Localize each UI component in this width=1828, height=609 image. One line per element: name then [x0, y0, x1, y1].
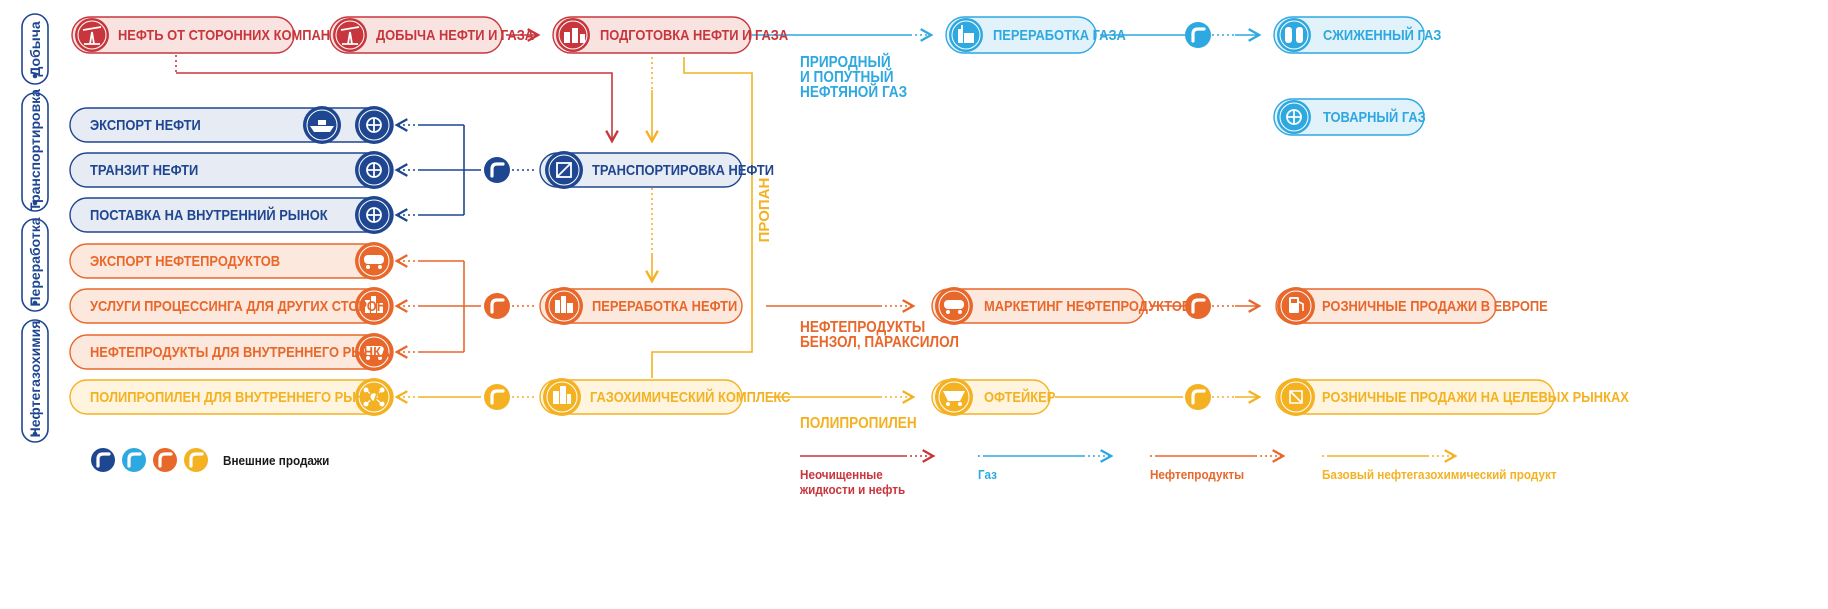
sidebar-label-refining: Переработка	[27, 217, 43, 306]
legend: Внешние продажи Неочищенные жидкости и н…	[91, 448, 1557, 497]
external-sales-icon	[1185, 384, 1211, 410]
node-label: ТРАНСПОРТИРОВКА НЕФТИ	[592, 161, 774, 178]
pipeline-icon	[556, 162, 572, 178]
pump-jack-icon	[340, 26, 360, 45]
legend-external-sales-icon	[153, 448, 177, 472]
legend-external-sales-icon	[122, 448, 146, 472]
hopper-car-icon	[943, 391, 965, 406]
sidebar-tab-transport[interactable]: Транспортировка	[21, 89, 49, 212]
node-preparation[interactable]: ПОДГОТОВКА НЕФТИ И ГАЗА	[552, 16, 788, 54]
node-lng[interactable]: СЖИЖЕННЫЙ ГАЗ	[1273, 16, 1442, 54]
external-sales-icon	[1185, 293, 1211, 319]
node-label: ОФТЕЙКЕР	[984, 387, 1055, 405]
connectors	[175, 35, 1258, 397]
refinery-icon	[365, 296, 383, 313]
node-processing-services[interactable]: УСЛУГИ ПРОЦЕССИНГА ДЛЯ ДРУГИХ СТОРОН	[69, 287, 394, 325]
rail-tank-car-icon	[364, 346, 384, 360]
node-oil-export[interactable]: ЭКСПОРТ НЕФТИ	[69, 106, 394, 144]
polypropylene-label: ПОЛИПРОПИЛЕН	[800, 415, 917, 432]
sidebar-tab-petrochemistry[interactable]: Нефтегазохимия	[21, 319, 49, 443]
legend-crude-label: Неочищенные	[800, 467, 883, 482]
valve-icon	[366, 117, 382, 133]
legend-base-product-label: Базовый нефтегазохимический продукт	[1322, 467, 1557, 482]
node-label: ДОБЫЧА НЕФТИ И ГАЗА	[376, 26, 534, 43]
gas-flow-label-line: ПРИРОДНЫЙ	[800, 52, 891, 71]
gas-plant-icon	[958, 25, 974, 43]
legend-crude-label: жидкости и нефть	[799, 482, 906, 497]
legend-external-sales-icon	[91, 448, 115, 472]
sidebar-label-petrochemistry: Нефтегазохимия	[27, 321, 43, 438]
fuel-pump-icon	[1289, 297, 1304, 313]
sidebar: Добыча Транспортировка Переработка Нефте…	[21, 13, 49, 443]
rail-tank-car-icon	[364, 255, 384, 269]
legend-products-label: Нефтепродукты	[1150, 467, 1244, 482]
molecule-icon	[363, 387, 385, 407]
chemical-plant-icon	[553, 386, 571, 404]
sidebar-tab-refining[interactable]: Переработка	[21, 217, 49, 312]
node-label: НЕФТЬ ОТ СТОРОННИХ КОМПАНИЙ	[118, 25, 349, 43]
node-products-export[interactable]: ЭКСПОРТ НЕФТЕПРОДУКТОВ	[69, 242, 394, 280]
node-label: ГАЗОХИМИЧЕСКИЙ КОМПЛЕКС	[590, 387, 790, 405]
node-label: НЕФТЕПРОДУКТЫ ДЛЯ ВНУТРЕННЕГО РЫНКА	[90, 343, 390, 360]
node-gas-processing[interactable]: ПЕРЕРАБОТКА ГАЗА	[945, 16, 1126, 54]
node-label: ПОЛИПРОПИЛЕН ДЛЯ ВНУТРЕННЕГО РЫНКА	[90, 388, 382, 405]
products-flow-label-line: БЕНЗОЛ, ПАРАКСИЛОЛ	[800, 334, 959, 351]
pump-jack-icon	[82, 26, 102, 45]
refinery-icon	[555, 296, 573, 313]
flow-propane-to-gas-chem	[651, 57, 753, 378]
node-oil-transit[interactable]: ТРАНЗИТ НЕФТИ	[69, 151, 394, 189]
molecule-icon	[1289, 390, 1303, 404]
external-sales-icon	[484, 293, 510, 319]
node-label: РОЗНИЧНЫЕ ПРОДАЖИ НА ЦЕЛЕВЫХ РЫНКАХ	[1322, 388, 1629, 405]
node-pp-domestic[interactable]: ПОЛИПРОПИЛЕН ДЛЯ ВНУТРЕННЕГО РЫНКА	[69, 378, 394, 416]
node-commercial-gas[interactable]: ТОВАРНЫЙ ГАЗ	[1273, 98, 1426, 136]
node-gas-chem[interactable]: ГАЗОХИМИЧЕСКИЙ КОМПЛЕКС	[539, 378, 790, 416]
gas-flow-label-line: НЕФТЯНОЙ ГАЗ	[800, 82, 907, 101]
sidebar-label-transport: Транспортировка	[27, 89, 43, 211]
products-flow-label-line: НЕФТЕПРОДУКТЫ	[800, 319, 925, 336]
node-oil-transport[interactable]: ТРАНСПОРТИРОВКА НЕФТИ	[539, 151, 774, 189]
legend-external-sales-label: Внешние продажи	[223, 453, 329, 468]
node-label: ПОДГОТОВКА НЕФТИ И ГАЗА	[600, 26, 788, 43]
node-label: ТОВАРНЫЙ ГАЗ	[1323, 107, 1426, 125]
node-label: ПЕРЕРАБОТКА ГАЗА	[993, 26, 1126, 43]
node-domestic-supply[interactable]: ПОСТАВКА НА ВНУТРЕННИЙ РЫНОК	[69, 196, 394, 234]
sidebar-label-production: Добыча	[27, 21, 43, 76]
node-label: МАРКЕТИНГ НЕФТЕПРОДУКТОВ	[984, 297, 1191, 314]
oil-tanks-icon	[564, 28, 585, 43]
valve-icon	[1286, 109, 1302, 125]
legend-external-sales-icon	[184, 448, 208, 472]
node-offtaker[interactable]: ОФТЕЙКЕР	[931, 378, 1055, 416]
tanker-ship-icon	[310, 120, 334, 132]
node-retail-europe[interactable]: РОЗНИЧНЫЕ ПРОДАЖИ В ЕВРОПЕ	[1275, 287, 1548, 325]
node-products-domestic[interactable]: НЕФТЕПРОДУКТЫ ДЛЯ ВНУТРЕННЕГО РЫНКА	[69, 333, 394, 371]
gas-flow-label-line: И ПОПУТНЫЙ	[800, 67, 893, 86]
valve-icon	[366, 162, 382, 178]
node-oil-refining[interactable]: ПЕРЕРАБОТКА НЕФТИ	[539, 287, 743, 325]
flow-labels: ПРИРОДНЫЙ И ПОПУТНЫЙ НЕФТЯНОЙ ГАЗ ПРОПАН…	[756, 52, 959, 432]
propane-label: ПРОПАН	[756, 178, 773, 243]
external-sales-markers	[484, 22, 1211, 410]
node-label: ПЕРЕРАБОТКА НЕФТИ	[592, 297, 737, 314]
node-production[interactable]: ДОБЫЧА НЕФТИ И ГАЗА	[329, 16, 534, 54]
node-marketing[interactable]: МАРКЕТИНГ НЕФТЕПРОДУКТОВ	[931, 287, 1191, 325]
rail-tank-car-icon	[944, 300, 964, 314]
external-sales-icon	[484, 384, 510, 410]
node-label: РОЗНИЧНЫЕ ПРОДАЖИ В ЕВРОПЕ	[1322, 297, 1548, 314]
sidebar-tab-production[interactable]: Добыча	[21, 13, 49, 85]
node-third-party-oil[interactable]: НЕФТЬ ОТ СТОРОННИХ КОМПАНИЙ	[71, 16, 349, 54]
node-label: СЖИЖЕННЫЙ ГАЗ	[1323, 25, 1442, 43]
node-label: ЭКСПОРТ НЕФТИ	[90, 116, 201, 133]
external-sales-icon	[484, 157, 510, 183]
valve-icon	[366, 207, 382, 223]
node-label: УСЛУГИ ПРОЦЕССИНГА ДЛЯ ДРУГИХ СТОРОН	[90, 297, 386, 314]
node-label: ПОСТАВКА НА ВНУТРЕННИЙ РЫНОК	[90, 205, 328, 223]
gas-cylinders-icon	[1285, 27, 1303, 43]
node-label: ТРАНЗИТ НЕФТИ	[90, 161, 198, 178]
external-sales-icon	[1185, 22, 1211, 48]
legend-gas-label: Газ	[978, 467, 997, 482]
node-retail-target[interactable]: РОЗНИЧНЫЕ ПРОДАЖИ НА ЦЕЛЕВЫХ РЫНКАХ	[1275, 378, 1629, 416]
node-label: ЭКСПОРТ НЕФТЕПРОДУКТОВ	[90, 252, 280, 269]
